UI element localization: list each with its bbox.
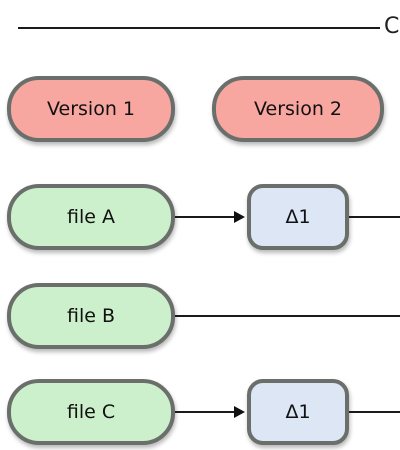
file-a-continue-line xyxy=(349,216,400,218)
file-c-delta-node: Δ1 xyxy=(247,379,349,445)
version-1-label: Version 1 xyxy=(47,98,135,120)
file-c-continue-line xyxy=(349,411,400,413)
file-a-delta-label: Δ1 xyxy=(285,206,311,228)
version-2-node: Version 2 xyxy=(212,76,384,142)
version-2-label: Version 2 xyxy=(254,98,342,120)
file-b-node: file B xyxy=(7,283,175,349)
file-c-arrowhead xyxy=(234,406,245,418)
file-c-delta-label: Δ1 xyxy=(285,401,311,423)
file-c-label: file C xyxy=(66,401,116,423)
file-a-arrowhead xyxy=(234,211,245,223)
timeline-line xyxy=(18,27,380,29)
file-c-node: file C xyxy=(7,379,175,445)
file-a-node: file A xyxy=(7,184,175,250)
file-a-delta-node: Δ1 xyxy=(247,184,349,250)
file-c-arrow-line xyxy=(175,411,235,413)
file-b-continue-line xyxy=(175,315,400,317)
version-1-node: Version 1 xyxy=(7,76,175,142)
file-a-arrow-line xyxy=(175,216,235,218)
file-a-label: file A xyxy=(67,206,115,228)
timeline-label: C xyxy=(384,14,400,39)
file-b-label: file B xyxy=(66,305,115,327)
